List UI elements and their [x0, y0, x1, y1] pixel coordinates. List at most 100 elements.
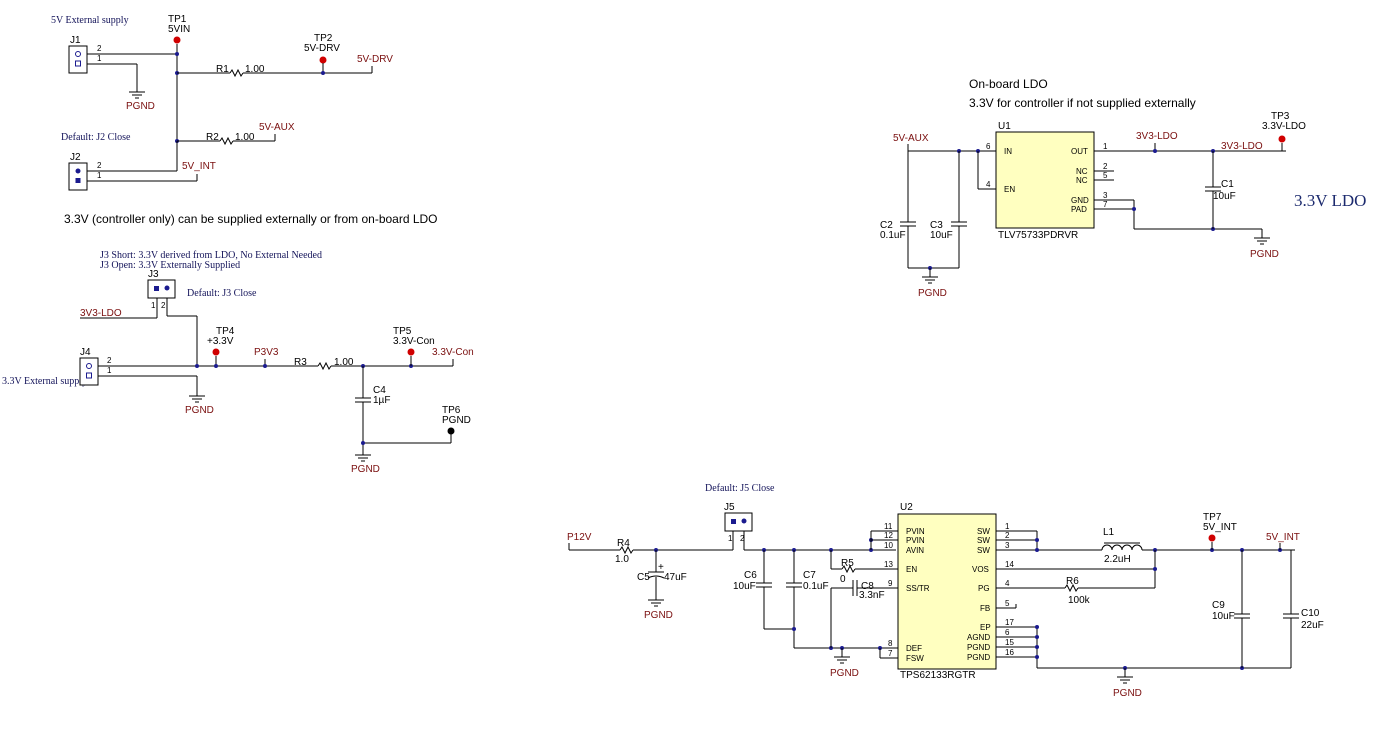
j3-ref: J3 — [148, 269, 159, 280]
section-3v3: 3.3V (controller only) can be supplied e… — [2, 212, 474, 475]
junction — [1035, 655, 1039, 659]
note-3v3-supply: 3.3V (controller only) can be supplied e… — [64, 212, 438, 226]
j4-connector[interactable] — [79, 357, 99, 386]
j1-pin2 — [75, 51, 81, 57]
junction — [1035, 625, 1039, 629]
c4-value: 1µF — [373, 395, 390, 406]
note-default-j5: Default: J5 Close — [705, 483, 775, 494]
tp2-net: 5V-DRV — [304, 43, 340, 54]
j5-pin1 — [731, 519, 736, 524]
tp4-testpoint[interactable] — [212, 348, 220, 356]
c2-ref: C2 — [880, 220, 893, 231]
u1-pin-pad-num: 7 — [1103, 200, 1108, 209]
j2-pin1 — [75, 178, 81, 183]
u2-pin-agnd: AGND — [967, 633, 990, 642]
pgnd-label-5: PGND — [1250, 249, 1279, 260]
tp2-testpoint[interactable] — [319, 56, 327, 64]
junction — [214, 364, 218, 368]
note-3v3-external: 3.3V External supply — [2, 376, 87, 387]
junction — [175, 52, 179, 56]
u1-pin-nc1-num: 2 — [1103, 162, 1108, 171]
net-5v-aux-1: 5V-AUX — [259, 122, 295, 133]
net-p3v3: P3V3 — [254, 347, 279, 358]
u2-buck-ic[interactable] — [897, 513, 997, 670]
net-5v-drv: 5V-DRV — [357, 54, 393, 65]
j5-ref: J5 — [724, 502, 735, 513]
u1-pin-nc2: NC — [1076, 176, 1088, 185]
c5-ref: C5 — [637, 572, 650, 583]
net-5v-aux-2: 5V-AUX — [893, 133, 929, 144]
j1-ref: J1 — [70, 35, 81, 46]
j2-pin2-num: 2 — [97, 161, 102, 170]
j2-connector[interactable] — [68, 162, 88, 191]
pgnd-label-7: PGND — [830, 668, 859, 679]
u2-pin-agnd-num: 6 — [1005, 628, 1010, 637]
j2-pin2 — [75, 168, 81, 174]
j4-pin1-num: 1 — [107, 366, 112, 375]
u1-ldo-ic[interactable] — [995, 131, 1095, 229]
u2-pin-pgnd2-num: 16 — [1005, 648, 1014, 657]
u2-pin-pg: PG — [978, 584, 990, 593]
l1-value: 2.2uH — [1104, 554, 1131, 565]
c7-ref: C7 — [803, 570, 816, 581]
net-5v-int-2: 5V_INT — [1266, 532, 1300, 543]
net-p12v: P12V — [567, 532, 592, 543]
u2-pin-pvin2: PVIN — [906, 536, 925, 545]
net-3v3-con: 3.3V-Con — [432, 347, 474, 358]
junction — [1132, 207, 1136, 211]
tp1-net: 5VIN — [168, 24, 190, 35]
c3-value: 10uF — [930, 230, 953, 241]
u2-pin-pvin1: PVIN — [906, 527, 925, 536]
j3-pin2-num: 2 — [161, 301, 166, 310]
u2-pin-fsw: FSW — [906, 654, 924, 663]
l1-ref: L1 — [1103, 527, 1115, 538]
pgnd-label-8: PGND — [1113, 688, 1142, 699]
u2-pin-avin: AVIN — [906, 546, 924, 555]
j3-connector[interactable] — [147, 279, 176, 299]
j5-connector[interactable] — [724, 512, 753, 532]
u1-pin-in: IN — [1004, 147, 1012, 156]
r4-ref: R4 — [617, 538, 630, 549]
tp7-testpoint[interactable] — [1208, 534, 1216, 542]
j1-pin1-num: 1 — [97, 54, 102, 63]
u2-pin-sw1-num: 1 — [1005, 522, 1010, 531]
section-ldo: On-board LDO 3.3V for controller if not … — [880, 77, 1366, 299]
tp6-testpoint[interactable] — [447, 427, 455, 435]
c6-value: 10uF — [733, 581, 756, 592]
net-3v3-ldo-2: 3V3-LDO — [1136, 131, 1178, 142]
c8-value: 3.3nF — [859, 590, 885, 601]
tp1-testpoint[interactable] — [173, 36, 181, 44]
tp1-ref: TP1 — [168, 14, 187, 25]
junction — [1153, 149, 1157, 153]
note-5v-external: 5V External supply — [51, 15, 129, 26]
c4-ref: C4 — [373, 385, 386, 396]
pgnd-label-3: PGND — [351, 464, 380, 475]
junction — [792, 627, 796, 631]
pgnd-label-1: PGND — [126, 101, 155, 112]
u2-pin-sstr-num: 9 — [888, 579, 893, 588]
u2-ref: U2 — [900, 502, 913, 513]
net-3v3-ldo-3: 3V3-LDO — [1221, 141, 1263, 152]
j1-pin2-num: 2 — [97, 44, 102, 53]
j2-pin1-num: 1 — [97, 171, 102, 180]
r2-value: 1.00 — [235, 132, 255, 143]
tp5-testpoint[interactable] — [407, 348, 415, 356]
junction — [361, 441, 365, 445]
section-5v-input: 5V External supply J1 2 1 PGND TP1 5VIN … — [51, 14, 393, 191]
tp3-testpoint[interactable] — [1278, 135, 1286, 143]
u1-pin-out-num: 1 — [1103, 142, 1108, 151]
r4-value: 1.0 — [615, 554, 629, 565]
u2-pin-ep-num: 17 — [1005, 618, 1014, 627]
c5-polarity: + — [658, 562, 664, 573]
u1-pin-en: EN — [1004, 185, 1015, 194]
pgnd-label-2: PGND — [185, 405, 214, 416]
r5-ref: R5 — [841, 558, 854, 569]
j1-connector[interactable] — [68, 45, 88, 74]
note-j3-short: J3 Short: 3.3V derived from LDO, No Exte… — [100, 250, 322, 261]
u2-pin-en: EN — [906, 565, 917, 574]
u2-pin-sw3-num: 3 — [1005, 541, 1010, 550]
j3-pin1-num: 1 — [151, 301, 156, 310]
u2-pin-pgnd2: PGND — [967, 653, 990, 662]
junction — [321, 71, 325, 75]
